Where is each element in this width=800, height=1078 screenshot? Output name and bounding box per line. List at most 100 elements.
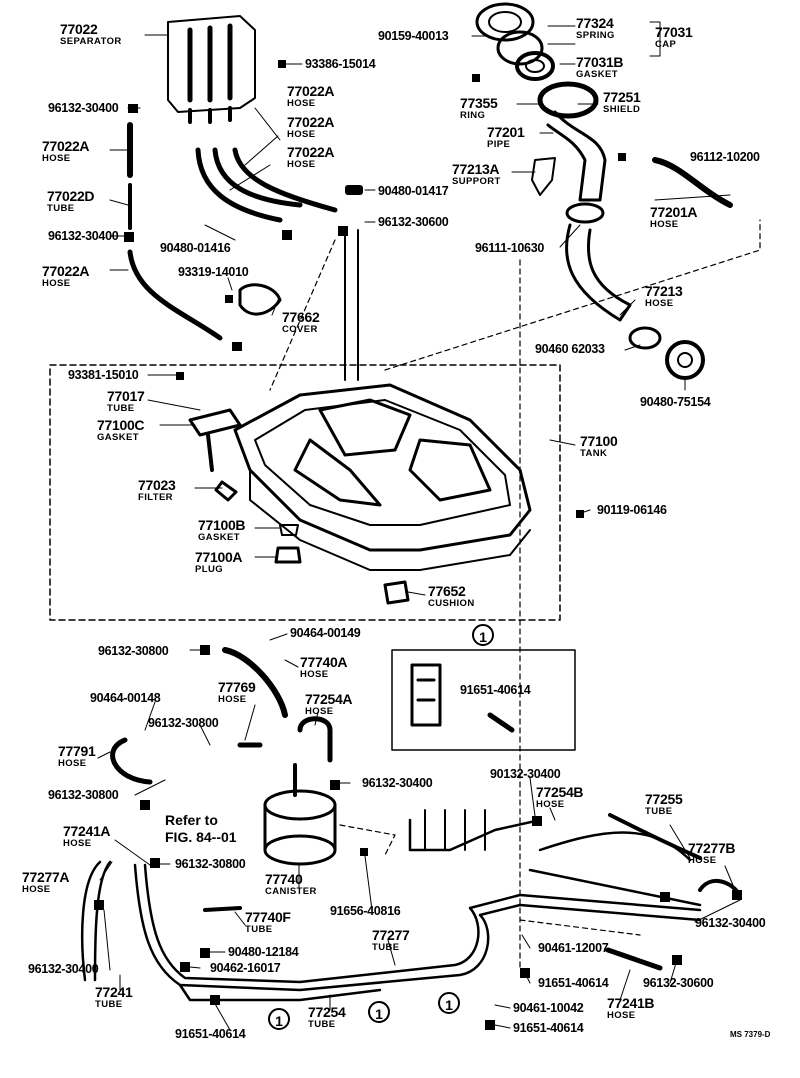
support-part	[531, 157, 556, 196]
label-clip-96132-d: 96132-30800	[98, 644, 169, 658]
label-clamp-91651-d: 91651-40614	[175, 1027, 246, 1041]
cover-part	[238, 283, 282, 316]
label-screw-93381: 93381-15010	[68, 368, 139, 382]
label-clip-96132-a: 96132-30400	[48, 101, 119, 115]
label-clamp-90464-a: 90464-00149	[290, 626, 361, 640]
filler-pipe-part	[546, 110, 705, 380]
label-clamp-90461-a: 90461-12007	[538, 941, 609, 955]
label-clip-96132-g: 96132-30400	[362, 776, 433, 790]
label-bolt-90119: 90119-06146	[597, 503, 667, 517]
separator-hoses	[195, 147, 338, 223]
label-grommet-90480b: 90480-01417	[378, 184, 449, 198]
gasket-77100b-part	[279, 524, 299, 536]
label-clip-96132-k: 96132-30600	[643, 976, 714, 990]
label-grommet-90480a: 90480-75154	[640, 395, 711, 409]
hose-lower-left-part	[127, 249, 223, 341]
inset-box	[391, 649, 576, 751]
label-bolt-90159: 90159-40013	[378, 29, 449, 43]
label-clip-96132-e: 96132-30800	[148, 716, 219, 730]
label-clip-96132-j: 96132-30400	[28, 962, 99, 976]
label-clamp-90464-b: 90464-00148	[90, 691, 161, 705]
plug-part	[274, 546, 302, 564]
sender-tube-part	[206, 433, 214, 472]
label-clamp-96111: 96111-10630	[475, 241, 545, 255]
label-clip-96132-h: 96132-30800	[175, 857, 246, 871]
label-clamp-91651-c: 91651-40614	[513, 1021, 584, 1035]
label-bolt-93386: 93386-15014	[305, 57, 376, 71]
label-clamp-90460: 90460 62033	[535, 342, 605, 356]
canister-part	[263, 763, 337, 866]
label-clip-90132: 90132-30400	[490, 767, 561, 781]
figure-code: MS 7379-D	[730, 1030, 771, 1039]
breather-pipe	[344, 229, 359, 381]
fuel-cap-assembly	[475, 2, 599, 119]
separator-part	[167, 15, 256, 124]
label-clamp-90462: 90462-16017	[210, 961, 281, 975]
label-clip-96112: 96112-10200	[690, 150, 760, 164]
label-clamp-91651-a: 91651-40614	[460, 683, 531, 697]
tank-group-box	[49, 364, 561, 621]
label-bolt-91656: 91656-40816	[330, 904, 401, 918]
label-clip-96132-c: 96132-30600	[378, 215, 449, 229]
label-clamp-91651-b: 91651-40614	[538, 976, 609, 990]
label-clip-96132-b: 96132-30400	[48, 229, 119, 243]
hose-77201a-part	[652, 157, 733, 208]
label-grommet-90480d: 90480-12184	[228, 945, 299, 959]
label-clip-96132-f: 96132-30800	[48, 788, 119, 802]
fuel-tank-part	[233, 383, 532, 571]
label-grommet-90480c: 90480-01416	[160, 241, 231, 255]
filter-part	[214, 480, 238, 502]
label-screw-93319: 93319-14010	[178, 265, 249, 279]
label-clip-96132-i: 96132-30400	[695, 916, 766, 930]
callout-circle-1-c: 1	[368, 1001, 390, 1023]
cushion-part	[383, 580, 410, 605]
callout-circle-1-d: 1	[438, 992, 460, 1014]
callout-circle-1: 1	[472, 624, 494, 646]
label-clamp-90461-b: 90461-10042	[513, 1001, 584, 1015]
under-floor-tubes	[80, 818, 702, 1002]
sender-gasket-part	[188, 408, 242, 437]
